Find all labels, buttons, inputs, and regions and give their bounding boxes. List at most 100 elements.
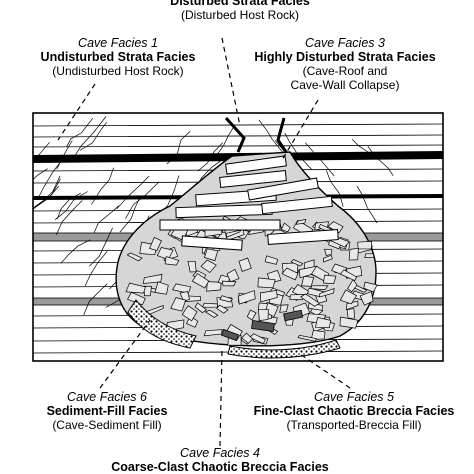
strata-line	[33, 134, 443, 138]
breccia-clast	[357, 240, 372, 250]
breccia-clast	[226, 268, 240, 283]
breccia-clast	[241, 332, 254, 344]
facies-6-desc: (Cave-Sediment Fill)	[52, 418, 162, 432]
breccia-clast	[187, 260, 197, 273]
breccia-clast	[314, 316, 332, 329]
breccia-clast	[279, 304, 289, 313]
breccia-clast	[339, 269, 358, 282]
facies-3-name: Highly Disturbed Strata Facies	[254, 50, 436, 64]
facies-2-desc: (Disturbed Host Rock)	[180, 8, 300, 22]
breccia-clast	[181, 305, 198, 322]
dark-clast-2	[283, 309, 304, 322]
breccia-clast	[238, 257, 252, 272]
breccia-clast	[219, 295, 234, 303]
leader-lines	[57, 37, 351, 447]
breccia-clast	[179, 291, 190, 302]
breccia-clast	[295, 218, 307, 225]
strata-line	[33, 144, 443, 148]
breccia-body	[115, 116, 378, 359]
fracture	[93, 205, 120, 234]
facies-4-name: Coarse-Clast Chaotic Breccia Facies	[111, 460, 329, 474]
roof-fracture-thick	[276, 117, 288, 153]
facies-2-name: Disturbed Strata Facies	[170, 0, 310, 8]
breccia-clast	[260, 290, 278, 303]
breccia-clast	[339, 316, 359, 329]
breccia-clast	[290, 259, 304, 267]
breccia-clast	[327, 221, 344, 234]
breccia-clast	[249, 333, 266, 345]
fracture	[56, 140, 73, 170]
facies-6-name: Sediment-Fill Facies	[46, 404, 168, 418]
breccia-clast	[269, 287, 285, 297]
fracture	[217, 124, 236, 155]
breccia-clast	[322, 254, 333, 263]
fracture	[33, 175, 61, 210]
breccia-clast	[216, 304, 229, 314]
breccia-clast	[359, 291, 374, 306]
fracture	[125, 181, 160, 219]
facies-1-title: Cave Facies 1	[78, 36, 158, 50]
breccia-clast	[258, 309, 269, 322]
fracture	[325, 170, 344, 207]
fracture	[33, 178, 61, 209]
breccia-clast	[204, 309, 219, 318]
roof-block	[247, 177, 319, 201]
breccia-clast	[170, 297, 187, 312]
breccia-clast	[310, 329, 326, 340]
breccia-clast	[237, 290, 256, 305]
roof-block	[267, 229, 339, 245]
roof-fracture-thick	[224, 116, 246, 153]
fracture	[54, 191, 88, 220]
leader-facies-4	[219, 349, 223, 447]
roof-collapse-blocks	[159, 116, 339, 251]
breccia-clast	[281, 267, 299, 281]
breccia-clast	[348, 247, 359, 261]
breccia-clast	[154, 281, 169, 295]
fracture	[284, 132, 312, 170]
dark-clast-1	[251, 320, 275, 332]
breccia-clast	[324, 248, 333, 257]
breccia-clast	[339, 289, 358, 305]
facies-5-desc: (Transported-Breccia Fill)	[286, 418, 422, 432]
breccia-clast	[347, 278, 358, 293]
breccia-clast	[246, 309, 257, 321]
leader-facies-2	[221, 37, 241, 127]
breccia-clast	[125, 282, 146, 294]
breccia-clast	[221, 280, 237, 287]
facies-2-label: Disturbed Strata Facies (Disturbed Host …	[130, 0, 350, 22]
fracture	[83, 283, 108, 316]
fracture	[258, 119, 284, 154]
facies-3-desc-2: Cave-Wall Collapse)	[290, 78, 400, 92]
facies-4-title: Cave Facies 4	[180, 446, 260, 460]
facies-6-label: Cave Facies 6 Sediment-Fill Facies (Cave…	[22, 390, 192, 432]
facies-1-name: Undisturbed Strata Facies	[40, 50, 196, 64]
facies-6-title: Cave Facies 6	[67, 390, 147, 404]
fracture	[55, 200, 83, 236]
fracture	[66, 117, 94, 147]
breccia-clast	[323, 274, 337, 284]
fracture	[166, 131, 191, 165]
fracture	[119, 196, 141, 233]
breccia-clast	[200, 259, 217, 274]
fracture	[305, 142, 335, 177]
facies-3-label: Cave Facies 3 Highly Disturbed Strata Fa…	[232, 36, 458, 92]
leader-facies-1	[57, 83, 96, 141]
leader-facies-3	[281, 99, 319, 161]
fracture	[89, 227, 113, 267]
facies-5-label: Cave Facies 5 Fine-Clast Chaotic Breccia…	[236, 390, 472, 432]
fracture	[367, 146, 394, 176]
strata-line	[33, 123, 443, 127]
breccia-clast	[225, 229, 242, 238]
breccia-clast	[202, 302, 218, 308]
breccia-clast	[363, 281, 378, 293]
breccia-clast	[164, 256, 180, 266]
facies-4-label: Cave Facies 4 Coarse-Clast Chaotic Brecc…	[70, 446, 370, 474]
breccia-clast	[126, 252, 143, 262]
fracture	[91, 167, 114, 205]
fracture	[71, 116, 107, 162]
roof-block	[181, 235, 243, 251]
facies-1-label: Cave Facies 1 Undisturbed Strata Facies …	[18, 36, 218, 78]
fracture	[84, 251, 108, 287]
dark-clast-3	[220, 328, 240, 342]
